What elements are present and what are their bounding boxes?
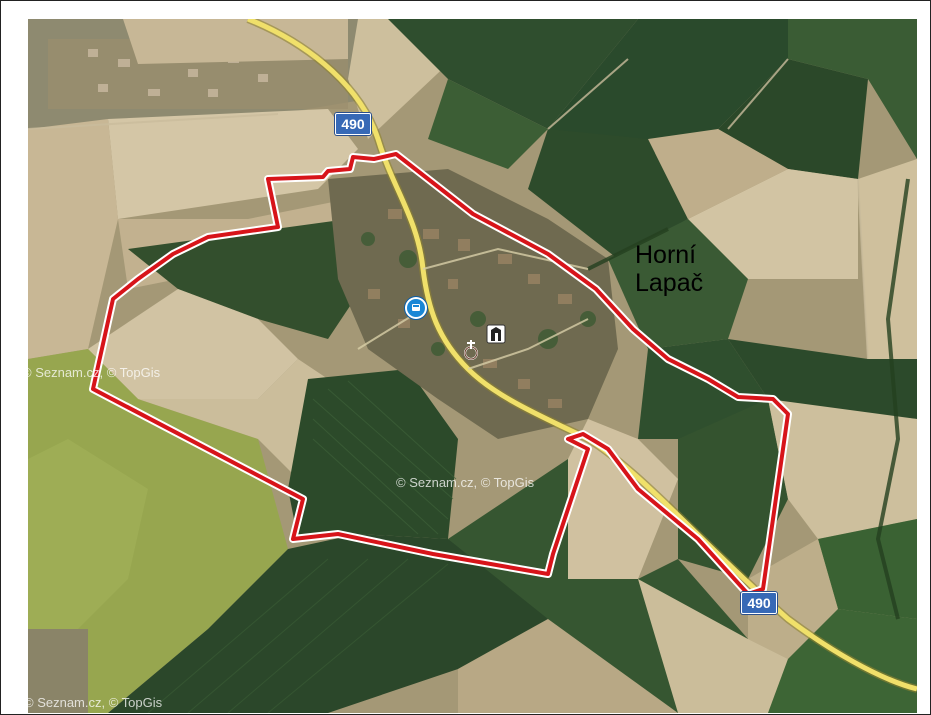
map-watermark: © Seznam.cz, © TopGis xyxy=(396,475,535,490)
road-shield-490-north[interactable]: 490 xyxy=(335,113,371,135)
aerial-imagery xyxy=(28,19,917,713)
cemetery-cross-icon[interactable] xyxy=(462,339,480,361)
road-shield-490-south[interactable]: 490 xyxy=(741,592,777,614)
cadastral-boundary[interactable] xyxy=(91,152,790,596)
place-label-line1: Horní xyxy=(635,241,697,269)
bus-stop-icon[interactable] xyxy=(405,297,427,319)
map-watermark: © Seznam.cz, © TopGis xyxy=(28,695,163,710)
place-label-line2: Lapač xyxy=(635,269,704,297)
church-icon[interactable] xyxy=(486,324,506,344)
road-490 xyxy=(247,19,917,692)
place-label[interactable]: Horní Lapač xyxy=(635,241,703,297)
map-watermark: © Seznam.cz, © TopGis xyxy=(28,365,161,380)
aerial-map[interactable]: Horní Lapač 490 490 © Seznam.cz, © TopGi… xyxy=(28,19,917,713)
